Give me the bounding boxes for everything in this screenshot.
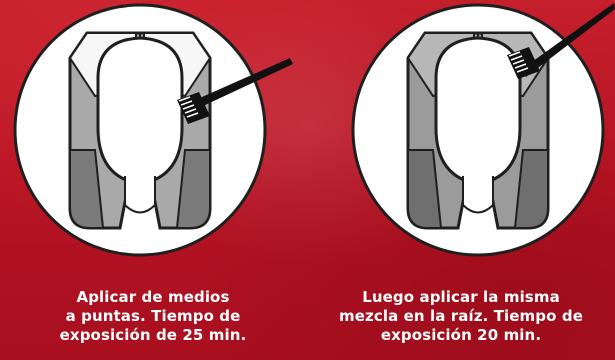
brush-bristles: [178, 96, 199, 118]
tint-brush-icon: [177, 58, 293, 124]
brush-bristles: [508, 51, 529, 73]
step-2-caption: Luego aplicar la misma mezcla en la raíz…: [336, 288, 586, 345]
brush-head: [177, 92, 210, 124]
caption-line: exposición de 25 min.: [59, 326, 247, 344]
caption-line: a puntas. Tiempo de: [65, 307, 241, 325]
step-2-panel: Luego aplicar la misma mezcla en la raíz…: [308, 0, 615, 360]
step-1-caption: Aplicar de medios a puntas. Tiempo de ex…: [28, 288, 278, 345]
caption-line: mezcla en la raíz. Tiempo de: [339, 307, 583, 325]
caption-line: Luego aplicar la misma: [362, 288, 560, 306]
face-outline: [96, 36, 184, 186]
hair-ends-left: [69, 149, 105, 229]
face-outline: [434, 36, 522, 186]
caption-line: Aplicar de medios: [76, 288, 230, 306]
brush-head: [507, 47, 540, 79]
hair-application-illustration-roots: [351, 3, 615, 257]
hair-ends-right: [513, 149, 549, 229]
neck-outline: [462, 176, 494, 214]
brush-handle: [184, 58, 293, 113]
caption-line: exposición 20 min.: [380, 326, 542, 344]
hair-ends-right: [175, 149, 211, 229]
neck-outline: [124, 176, 156, 214]
step-1-panel: Aplicar de medios a puntas. Tiempo de ex…: [0, 0, 307, 360]
hair-ends-left: [407, 149, 443, 229]
tint-brush-icon: [507, 3, 615, 79]
brush-handle: [522, 3, 615, 77]
hair-application-illustration-ends: [13, 3, 293, 257]
